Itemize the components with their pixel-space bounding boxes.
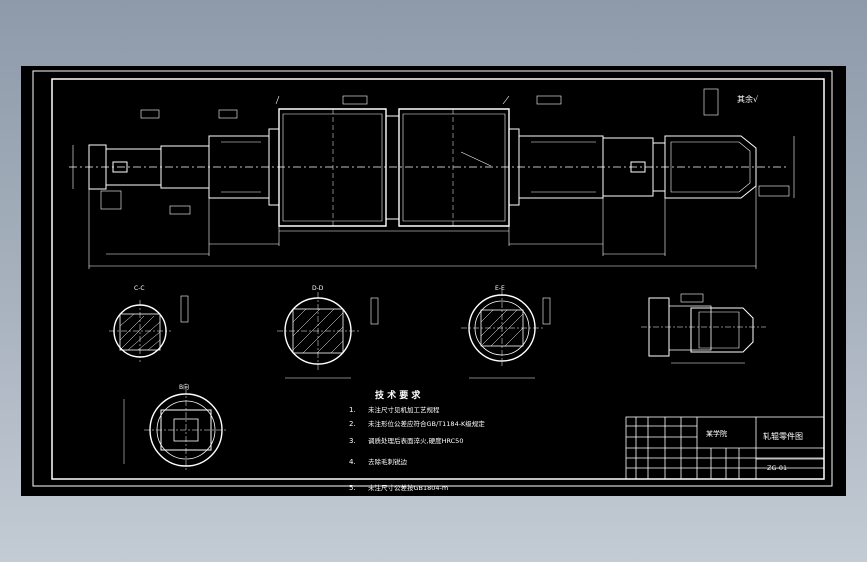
corner-roughness-note: 其余√ (737, 94, 759, 104)
inner-border (51, 78, 825, 480)
view-b (123, 388, 228, 472)
req-1-num: 1. (349, 406, 356, 414)
title-block (625, 416, 825, 480)
req-2-text: 未注形位公差应符合GB/T1184-K级规定 (368, 419, 485, 428)
section-e-e-label: E-E (495, 285, 505, 292)
req-3-num: 3. (349, 437, 356, 445)
req-4-num: 4. (349, 458, 356, 466)
section-c-c (109, 300, 171, 362)
main-shaft (88, 108, 757, 227)
req-5-text: 未注尺寸公差按GB1804-m (368, 483, 448, 492)
req-3-text: 调质处理后表面淬火,硬度HRC50 (368, 436, 463, 445)
dimension-lines (72, 95, 795, 269)
req-2-num: 2. (349, 420, 356, 428)
requirements-title: 技 术 要 求 (375, 389, 421, 401)
title-block-school: 某学院 (706, 429, 727, 438)
end-detail-view (641, 297, 766, 364)
title-block-drawing-name: 轧辊零件图 (763, 431, 803, 441)
outer-border (32, 70, 833, 487)
req-5-num: 5. (349, 484, 356, 492)
cad-viewport[interactable]: 其余√ C-C D-D E-E B向 技 术 要 求 1. 未注尺寸见机加工艺规… (21, 66, 846, 496)
tolerance-frames (100, 88, 790, 325)
section-e-e (461, 290, 543, 379)
section-c-c-label: C-C (134, 285, 145, 292)
engineering-drawing: 其余√ C-C D-D E-E B向 技 术 要 求 1. 未注尺寸见机加工艺规… (32, 70, 833, 492)
section-d-d (277, 292, 359, 379)
title-block-drawing-number: ZG-01 (767, 464, 787, 472)
req-4-text: 去除毛刺锐边 (368, 457, 408, 466)
req-1-text: 未注尺寸见机加工艺规程 (368, 405, 440, 414)
view-b-label: B向 (179, 383, 189, 391)
section-d-d-label: D-D (312, 285, 324, 292)
